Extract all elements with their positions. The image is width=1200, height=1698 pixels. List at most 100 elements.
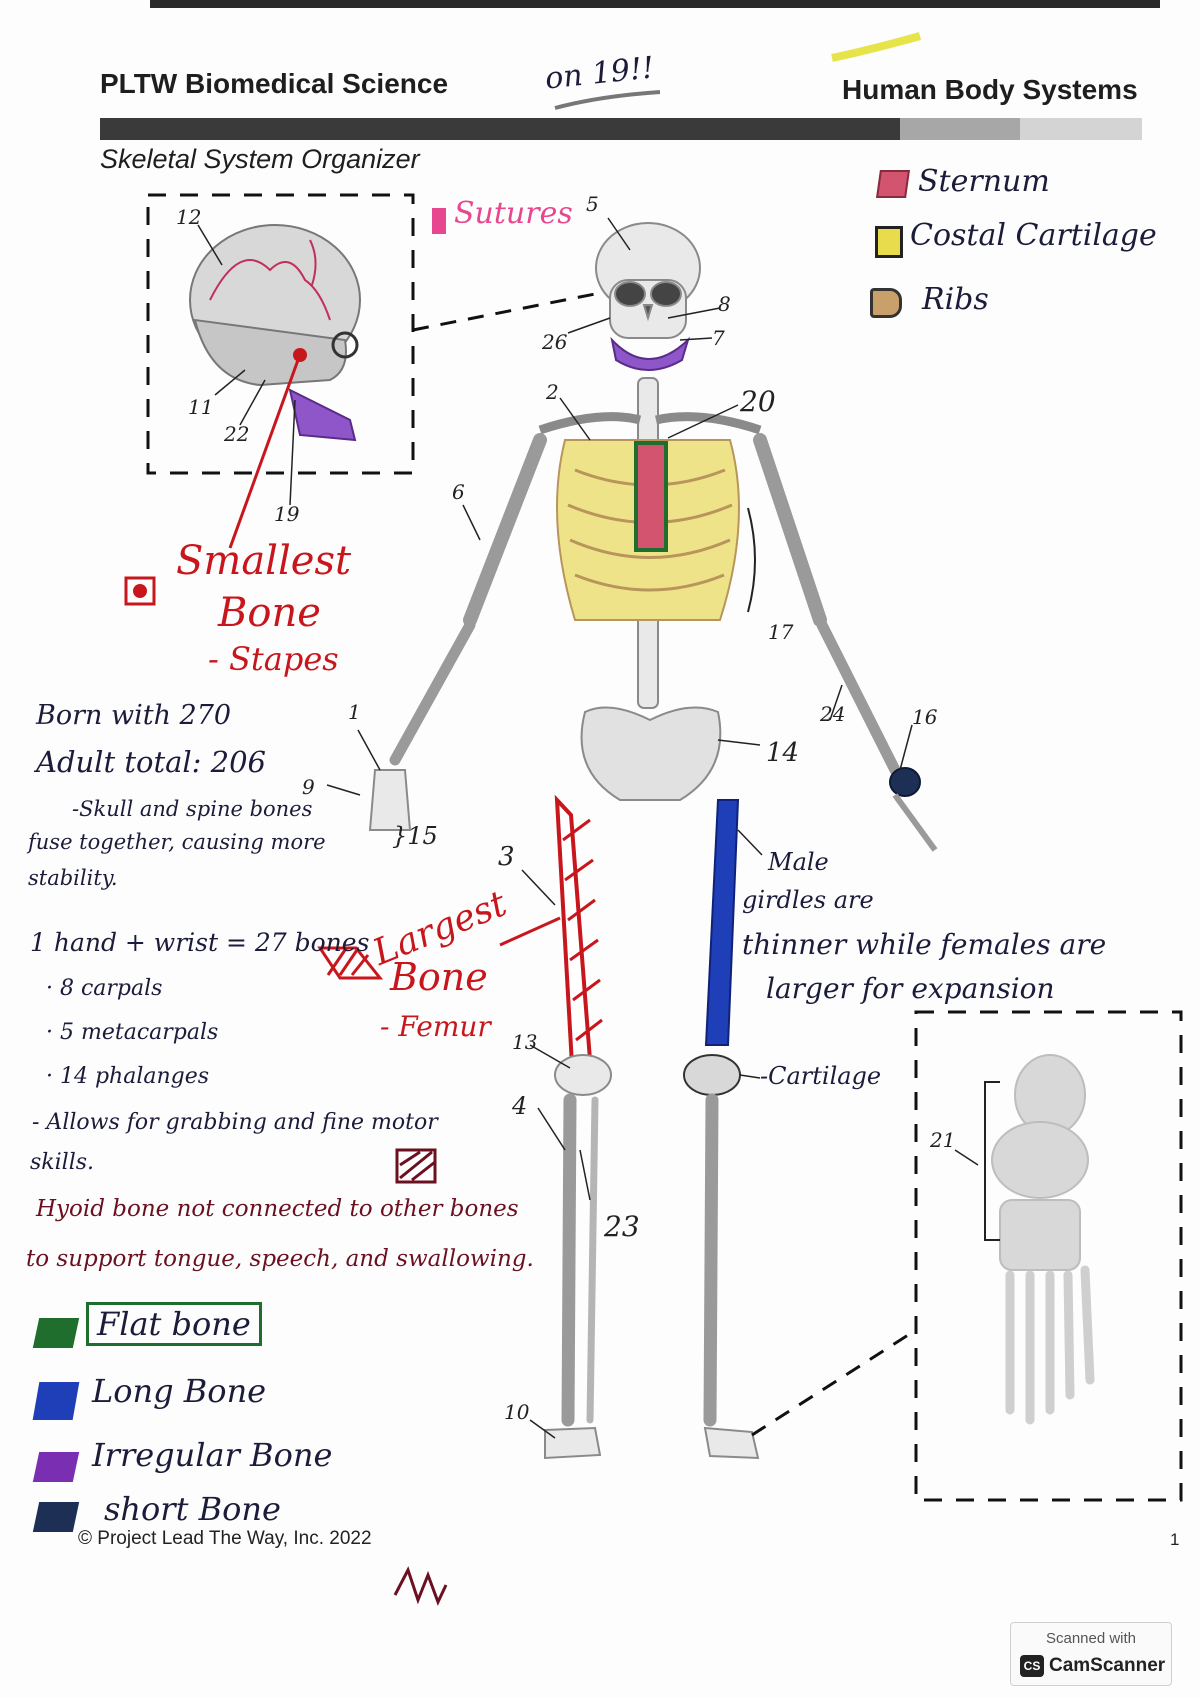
costal-cartilage-swatch [875,226,903,258]
pointer-7 [679,337,713,341]
course-title: PLTW Biomedical Science [100,68,449,99]
note-adult-total: Adult total: 206 [36,745,267,779]
skull-pointer-12 [197,224,223,266]
bone-number-14: 14 [766,738,800,768]
foot-inset-frame [914,1010,1183,1502]
hyoid-swatch-hatch [399,1150,436,1182]
bone-number-3: 3 [498,842,515,872]
smallest-bone-line1: Smallest [176,538,352,584]
foot-leader-dashed [751,1328,917,1437]
pencil-underline [554,90,661,110]
irregular-bone-label: Irregular Bone [92,1436,333,1474]
pointer-16 [899,724,913,771]
bone-number-16: 16 [912,705,938,729]
bone-number-8: 8 [718,292,731,316]
sutures-swatch [432,208,446,234]
smallest-bone-line3: - Stapes [208,640,339,678]
skull-pointer-11 [214,369,246,396]
header-rule-mid [900,118,1020,140]
initials-scribble [393,1566,448,1606]
largest-bone-line2: Bone [390,955,488,999]
pointer-23 [579,1149,591,1201]
skull-inset-frame [146,193,415,475]
stapes-red-line [228,359,300,549]
bone-number-24: 24 [820,702,846,726]
long-bone-label: Long Bone [92,1372,267,1410]
page-subtitle: Skeletal System Organizer [100,144,420,174]
pointer-26 [567,317,611,334]
tarsal-bracket-21 [984,1081,1000,1241]
bone-number-6: 6 [452,480,465,504]
bone-number-1: 1 [348,700,361,724]
pointer-1 [357,729,381,771]
skull-number-22: 22 [224,422,250,446]
pelvis-note-line2: girdles are [742,886,874,914]
skull-number-12: 12 [176,205,202,229]
pointer-2 [559,397,591,441]
header-rule-light [1020,118,1142,140]
pointer-14 [717,739,761,746]
irregular-bone-swatch [32,1452,80,1482]
bone-number-15: }15 [392,822,438,850]
header-rule-dark [100,118,900,140]
note-fuse-line2: fuse together, causing more [28,830,326,854]
pointer-10 [529,1419,556,1439]
bone-number-21: 21 [930,1128,956,1152]
short-bone-swatch [32,1502,80,1532]
pointer-20 [667,404,739,439]
pointer-3 [521,869,556,906]
camscanner-logo-icon: CS [1020,1655,1044,1677]
smallest-bone-line2: Bone [218,590,321,636]
camscanner-caption: Scanned with [1045,1630,1137,1647]
note-hyoid-line2: to support tongue, speech, and swallowin… [26,1246,534,1272]
legend-sternum-label: Sternum [918,164,1050,199]
bone-number-2: 2 [546,380,559,404]
short-bone-label: short Bone [104,1490,281,1528]
ribs-swatch [870,288,902,318]
bone-number-17: 17 [768,620,794,644]
pointer-9 [326,784,361,796]
bone-number-26: 26 [542,330,568,354]
foot-bones-diagram [991,1054,1095,1425]
pointer-4 [537,1107,566,1151]
note-born-with: Born with 270 [36,700,232,731]
note-metacarpals: · 5 metacarpals [46,1020,219,1045]
bone-number-10: 10 [504,1400,530,1424]
pelvis-note-line1: Male [768,848,829,876]
bone-number-20: 20 [740,385,776,418]
bone-number-13: 13 [512,1030,538,1054]
skeleton-body [368,222,938,1460]
pointer-cartilage [739,1074,761,1079]
femur-red-line [499,916,561,947]
bone-number-5: 5 [586,192,599,216]
note-fuse-line3: stability. [28,866,118,890]
pointer-6 [462,504,481,541]
top-edge-bar [150,0,1160,8]
legend-costal-label: Costal Cartilage [910,218,1157,253]
legend-ribs-label: Ribs [922,282,989,317]
copyright-footer: © Project Lead The Way, Inc. 2022 [78,1528,372,1549]
camscanner-name: CamScanner [1049,1655,1166,1676]
pointer-5 [607,217,631,251]
flat-bone-swatch [32,1318,80,1348]
rib-bracket-17 [747,507,756,613]
bone-number-4: 4 [512,1092,528,1120]
bone-number-9: 9 [302,775,315,799]
unit-title: Human Body Systems [842,74,1138,105]
skull-pointer-19 [289,399,296,506]
highlighter-mark [831,32,922,62]
pointer-13 [529,1044,571,1069]
note-fuse-line1: -Skull and spine bones [72,797,313,821]
pointer-8 [667,307,721,319]
cartilage-label: -Cartilage [760,1062,882,1090]
skull-pointer-22 [239,379,266,426]
largest-bone-line3: - Femur [380,1010,491,1043]
long-bone-swatch [32,1382,80,1420]
note-hyoid-line1: Hyoid bone not connected to other bones [36,1196,519,1222]
sutures-label: Sutures [454,196,573,231]
camscanner-badge: Scanned with CS CamScanner [1010,1622,1172,1686]
pointer-24 [829,684,843,721]
skull-side-view [189,224,361,442]
flat-bone-label: Flat bone [86,1302,262,1346]
